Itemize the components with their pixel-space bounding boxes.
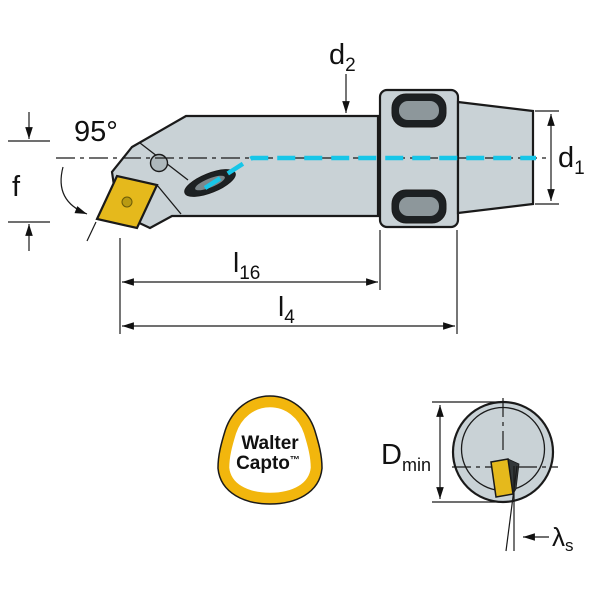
- walter-capto-logo: Walter Capto™: [217, 395, 323, 505]
- dmin-label: Dmin: [381, 439, 431, 475]
- l16-label: l16: [233, 247, 260, 284]
- d1-label: d1: [558, 142, 585, 179]
- l4-label: l4: [278, 291, 295, 328]
- insert-side: [86, 174, 159, 242]
- logo-line1: Walter: [241, 433, 299, 454]
- dimension-d1: d1: [535, 110, 585, 205]
- dimension-lambda-s: λs: [505, 465, 574, 555]
- tool-front-view: Dmin λs: [381, 398, 574, 555]
- dimension-l4: l4: [122, 230, 458, 334]
- insert-pocket-line: [156, 184, 182, 215]
- clamp-screw: [149, 153, 169, 173]
- logo-line2: Capto™: [236, 453, 300, 474]
- dimension-dmin: Dmin: [381, 401, 505, 503]
- angle-95-label: 95°: [74, 116, 118, 148]
- dimension-d2: d2: [329, 39, 356, 113]
- flange-groove-bottom: [391, 189, 447, 224]
- capto-polygon: [218, 396, 322, 504]
- d2-label: d2: [329, 39, 356, 76]
- tool-body: [110, 114, 380, 230]
- dimension-l16: l16: [119, 230, 381, 334]
- dimension-f: f: [8, 112, 50, 251]
- f-label: f: [12, 171, 21, 203]
- dimension-angle-95: 95°: [60, 116, 118, 215]
- lambda-s-label: λs: [552, 522, 574, 555]
- coolant-line: [203, 155, 536, 190]
- flange-groove-top: [391, 93, 447, 128]
- tool-side-view: 95° f d2 d1: [8, 39, 585, 334]
